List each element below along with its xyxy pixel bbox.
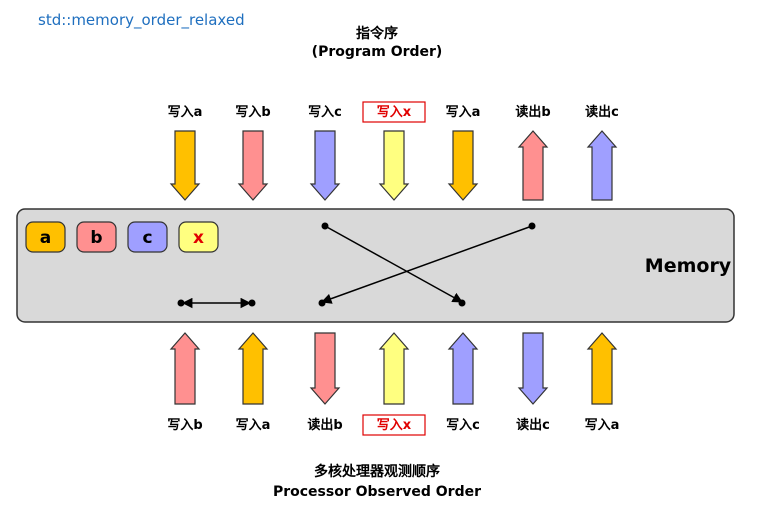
arrow-up-icon <box>447 332 479 405</box>
program-op-label: 写入b <box>235 105 270 120</box>
variable-name: x <box>193 228 204 248</box>
arrow-down-icon <box>309 130 341 201</box>
arrow-up-icon <box>237 332 269 405</box>
program-op-label: 写入a <box>168 105 203 120</box>
arrow-down-icon <box>237 130 269 201</box>
program-op-label: 写入x <box>377 105 412 120</box>
observed-op-label: 写入a <box>585 418 620 433</box>
reorder-dot <box>321 222 329 230</box>
reorder-line-read-b <box>321 225 533 304</box>
arrow-up-icon <box>169 332 201 405</box>
program-op-label: 写入c <box>308 105 342 120</box>
variable-chip <box>76 221 117 253</box>
arrow-down-icon <box>517 332 549 405</box>
observed-op-0: 写入b <box>167 332 203 433</box>
variable-name: c <box>142 228 152 248</box>
reorder-cross <box>318 222 536 307</box>
program-op-5: 读出b <box>515 104 551 201</box>
arrow-down-icon <box>378 130 410 201</box>
arrow-up-icon <box>586 332 618 405</box>
observed-order-title-cn: 多核处理器观测顺序 <box>314 463 440 480</box>
arrow-up-icon <box>517 130 549 201</box>
program-op-3: 写入x <box>362 101 426 201</box>
reorder-dot <box>318 299 326 307</box>
observed-op-6: 写入a <box>585 332 620 433</box>
program-op-1: 写入b <box>235 105 271 201</box>
observed-op-1: 写入a <box>236 332 271 433</box>
memory-variable-x: x <box>178 221 219 253</box>
observed-op-3: 写入x <box>362 332 426 436</box>
memory-variable-b: b <box>76 221 117 253</box>
variable-chip <box>25 221 66 253</box>
arrow-up-icon <box>586 130 618 201</box>
highlight-box <box>362 101 426 123</box>
program-op-6: 读出c <box>585 104 619 201</box>
program-order-title-cn: 指令序 <box>356 25 398 42</box>
memory-variable-c: c <box>127 221 168 253</box>
observed-op-2: 读出b <box>307 332 343 433</box>
observed-op-label: 写入a <box>236 418 271 433</box>
observed-op-label: 写入b <box>167 418 202 433</box>
program-op-label: 写入a <box>446 105 481 120</box>
memory-label: Memory <box>645 255 732 277</box>
arrow-down-icon <box>169 130 201 201</box>
observed-op-label: 读出b <box>307 417 342 433</box>
observed-order-title-en: Processor Observed Order <box>273 484 481 500</box>
reorder-dot <box>458 299 466 307</box>
swap-arrow <box>177 297 256 309</box>
memory-order-label: std::memory_order_relaxed <box>38 11 245 30</box>
observed-order-ops: 写入b 写入a 读出b 写入x 写入c 读出c 写入a <box>167 332 620 436</box>
program-op-0: 写入a <box>168 105 203 201</box>
program-order-title-en: (Program Order) <box>312 44 443 60</box>
variable-name: b <box>90 228 102 248</box>
arrow-down-icon <box>309 332 341 405</box>
memory-box <box>16 208 735 323</box>
swap-dot <box>248 299 256 307</box>
arrow-up-icon <box>378 332 410 405</box>
observed-op-label: 写入c <box>446 418 480 433</box>
variable-chip <box>127 221 168 253</box>
program-op-label: 读出c <box>585 104 619 120</box>
memory-variable-a: a <box>25 221 66 253</box>
observed-op-label: 读出c <box>516 417 550 433</box>
variable-chip <box>178 221 219 253</box>
swap-dot <box>177 299 185 307</box>
program-op-2: 写入c <box>308 105 342 201</box>
program-order-ops: 写入a 写入b 写入c 写入x 写入a 读出b 读出c <box>168 101 619 201</box>
program-op-4: 写入a <box>446 105 481 201</box>
highlight-box <box>362 414 426 436</box>
reorder-dot <box>528 222 536 230</box>
arrow-down-icon <box>447 130 479 201</box>
program-op-label: 读出b <box>515 104 550 120</box>
variable-name: a <box>40 228 51 248</box>
observed-op-5: 读出c <box>516 332 550 433</box>
observed-op-label: 写入x <box>377 418 412 433</box>
reorder-line-write-c <box>324 225 463 303</box>
observed-op-4: 写入c <box>446 332 480 433</box>
